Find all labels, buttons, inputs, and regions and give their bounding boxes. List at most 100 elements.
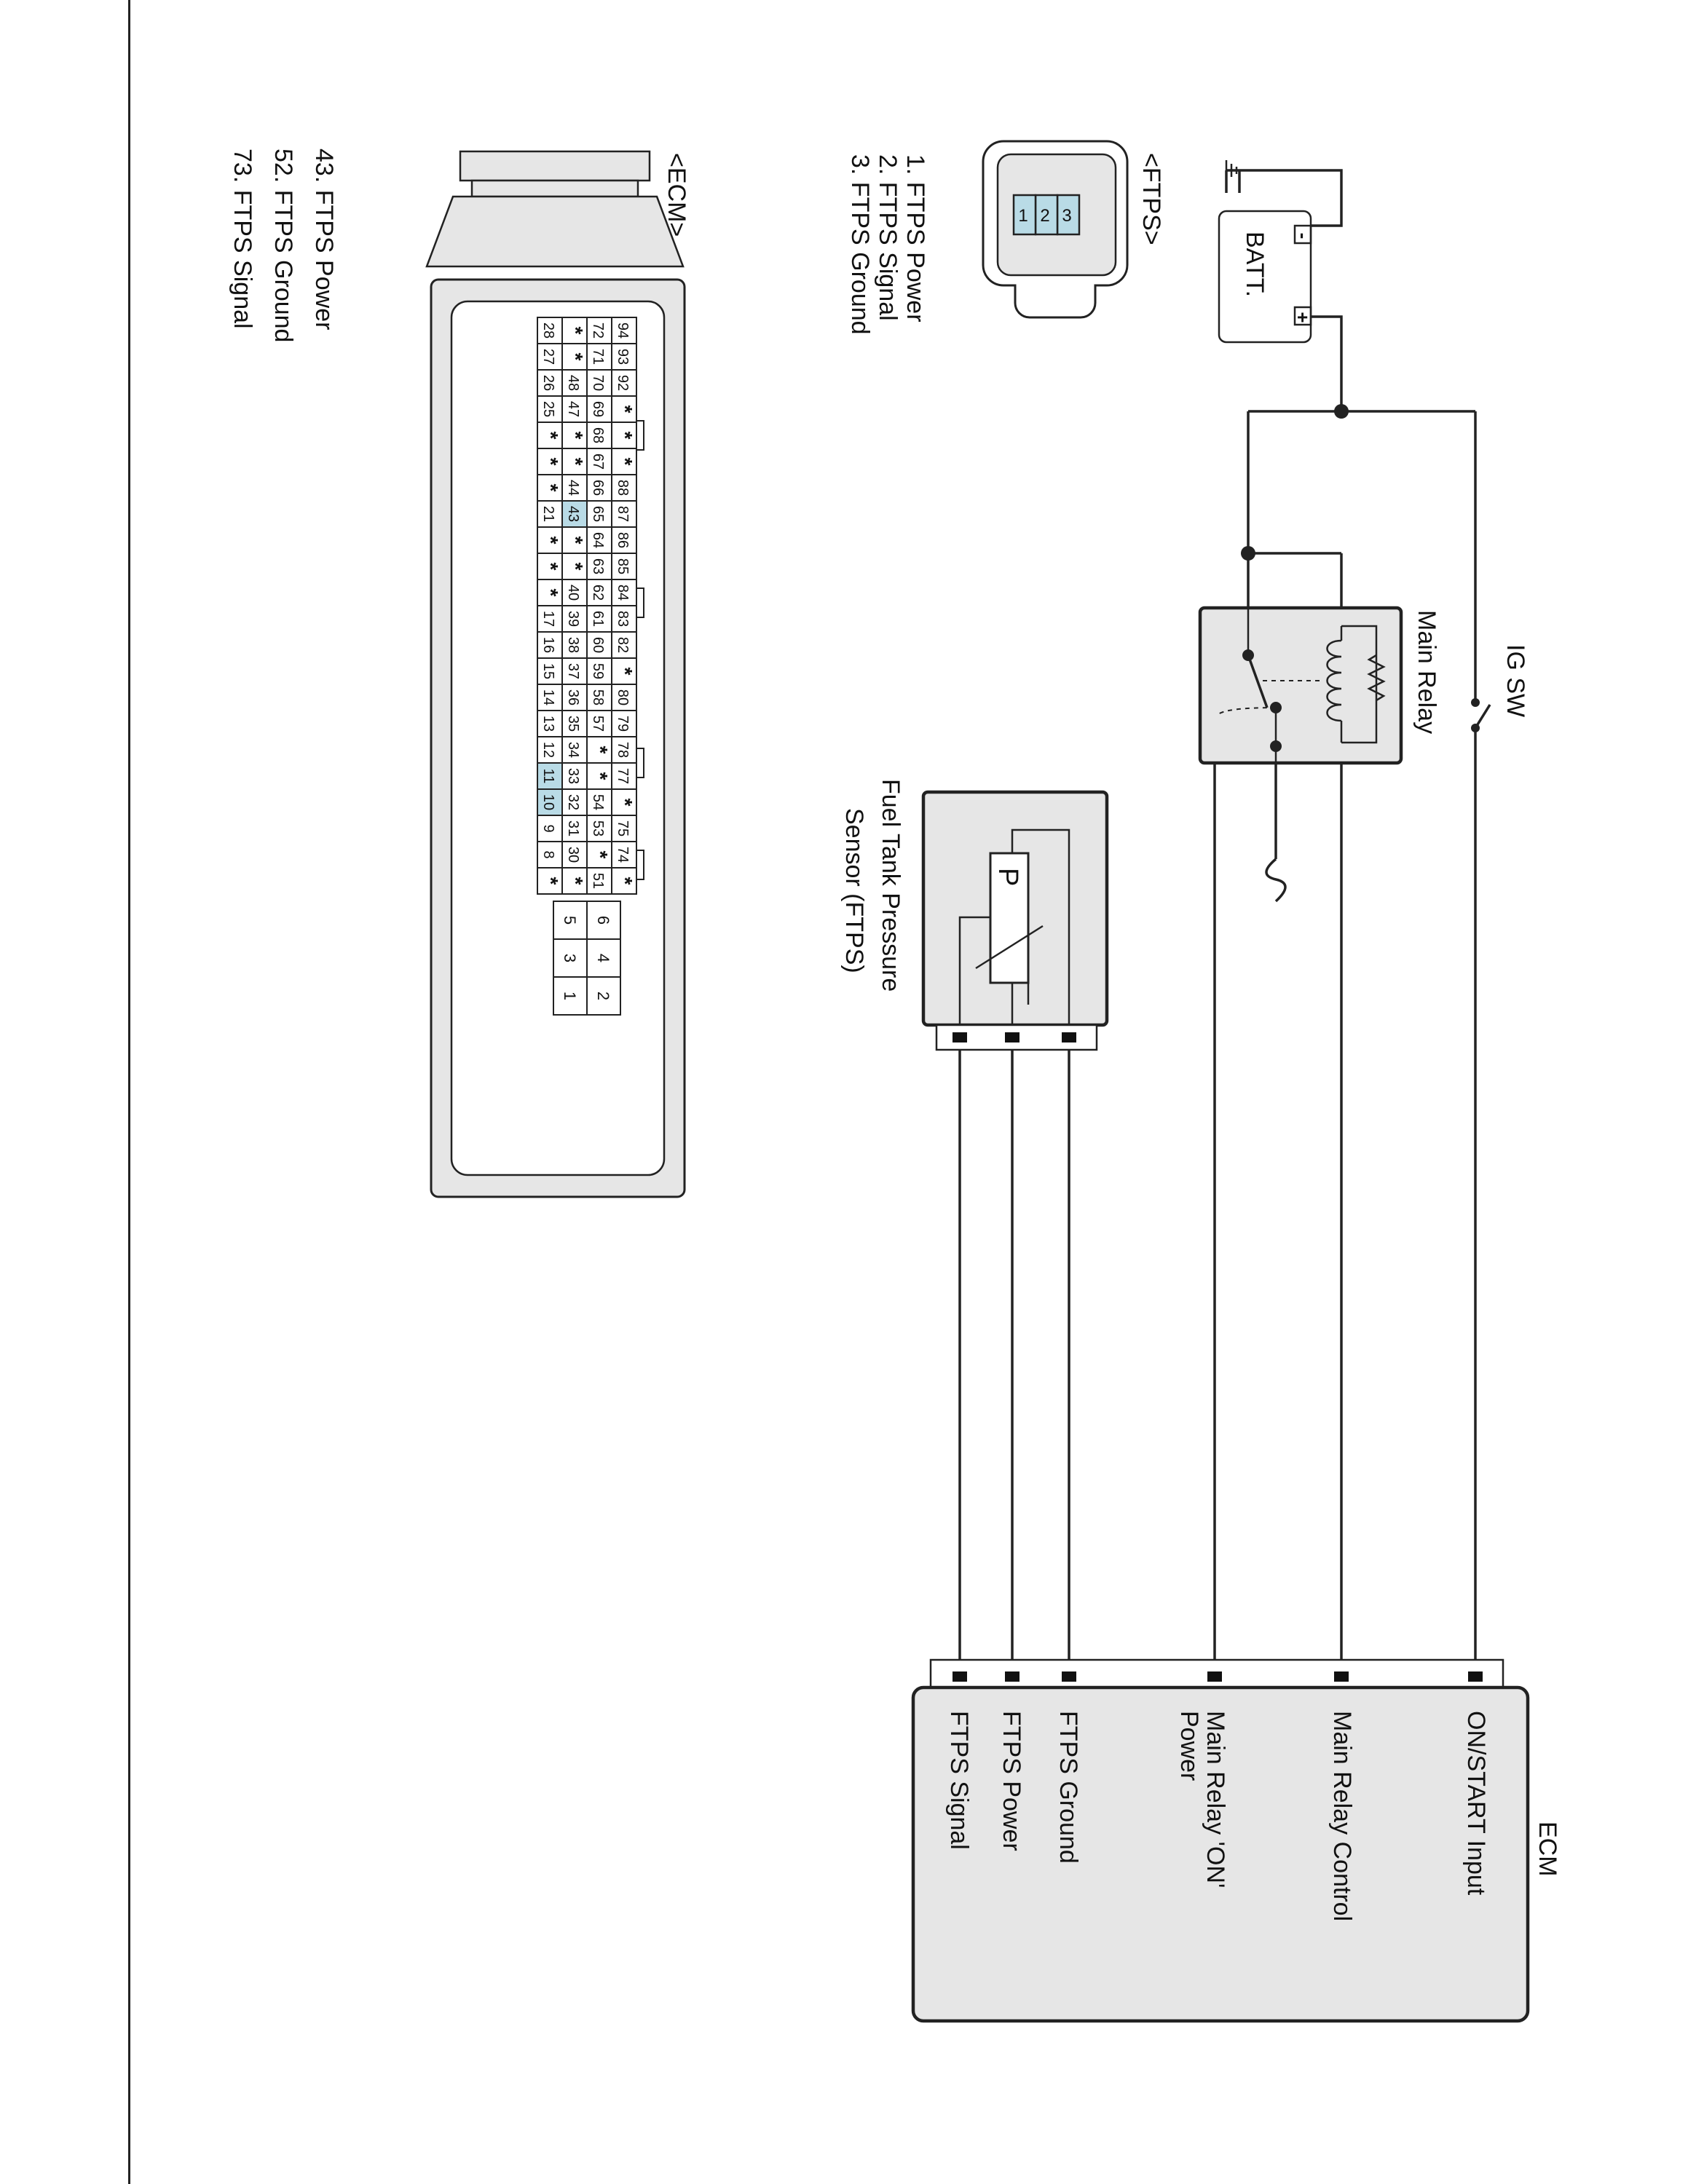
ecm-pin-number: * <box>540 537 562 545</box>
ecm-pin-number: 51 <box>590 873 606 889</box>
ftps-connector-title: <FTPS> <box>1137 153 1165 245</box>
ecm-pin-cell <box>537 867 563 895</box>
wiring <box>958 169 1477 1674</box>
ecm-pin-number: 71 <box>590 349 606 365</box>
ecm-pin-number: 17 <box>540 611 556 627</box>
ecm-pin-number: * <box>564 327 587 335</box>
ecm-pin-number: * <box>540 877 562 885</box>
main-relay-label: Main Relay <box>1413 610 1440 734</box>
ecm-pin-number: * <box>589 746 612 754</box>
ecm-pin-number: 40 <box>565 585 581 601</box>
ecm-pin-number: 63 <box>590 558 606 574</box>
ecm-pin-number: * <box>540 589 562 597</box>
ecm-pin-number: 65 <box>590 506 606 522</box>
ecm-pin-number: * <box>614 799 636 807</box>
ecm-pin-number: 36 <box>565 689 581 705</box>
ecm-small-pin-number: 3 <box>561 954 579 962</box>
ecm-pin-number: 13 <box>540 716 556 732</box>
ecm-pin-number: 72 <box>590 323 606 339</box>
pin-main-relay-on-line1: Main Relay 'ON' <box>1202 1711 1229 1888</box>
ecm-small-pin-cell <box>553 976 588 1016</box>
ecm-unit: ECM ON/START Input Main Relay Control Ma… <box>911 1658 1561 2023</box>
ftps-connector: <FTPS> 3 2 1 1. FTPS Power 2. FTPS Signa… <box>846 140 1165 335</box>
ecm-pin-number: 27 <box>540 349 556 365</box>
ecm-small-pin-number: 2 <box>594 992 612 1000</box>
ecm-pin-number: 77 <box>615 768 631 784</box>
ecm-pin-number: 21 <box>540 506 556 522</box>
ecm-pin-number: * <box>614 668 636 676</box>
ecm-pin-number: 85 <box>615 558 631 574</box>
ecm-pin-number: 62 <box>590 585 606 601</box>
ftps-symbol: P <box>993 868 1023 886</box>
ecm-pin-number: 84 <box>615 585 631 601</box>
ecm-pin-number: 14 <box>540 689 556 705</box>
pin-ftps-power: FTPS Power <box>998 1711 1025 1851</box>
battery-label: BATT. <box>1241 232 1269 297</box>
ecm-pin-number: 12 <box>540 742 556 758</box>
ecm-pin-number: 54 <box>590 794 606 810</box>
ftps-pin-1: 1 <box>1018 206 1028 226</box>
ecm-pin-number: * <box>540 484 562 492</box>
battery-neg-label: - <box>1293 233 1314 240</box>
pin-main-relay-control: Main Relay Control <box>1328 1711 1356 1921</box>
ecm-pin-number: 11 <box>540 769 556 784</box>
ftps-legend-2: 2. FTPS Signal <box>874 154 902 321</box>
ftps-sensor: P Fuel Tank Pressure Sensor (FTPS) <box>840 779 1109 1051</box>
ecm-pin-number: 35 <box>565 716 581 732</box>
ecm-legend-52: 52. FTPS Ground <box>269 149 297 342</box>
ecm-pin-number: 37 <box>565 663 581 679</box>
ecm-small-pin-number: 4 <box>594 954 612 962</box>
ecm-pin-number: 44 <box>565 480 581 496</box>
ecm-pin-number: * <box>614 432 636 440</box>
ecm-connector: <ECM> 949392***88878685848382*80797877*7… <box>229 149 690 1198</box>
ecm-pin-number: 82 <box>615 637 631 653</box>
ecm-pin-number: * <box>589 851 612 859</box>
ig-switch: IG SW <box>1471 644 1529 732</box>
ecm-pin-number: * <box>564 458 587 466</box>
ecm-pin-number: * <box>540 432 562 440</box>
ecm-pin-number: 53 <box>590 820 606 836</box>
ecm-pin-number: * <box>564 353 587 361</box>
ecm-pin-number: 92 <box>615 375 631 391</box>
ecm-pin-number: 28 <box>540 323 556 339</box>
ecm-small-pin-number: 5 <box>561 916 579 925</box>
ecm-legend-73: 73. FTPS Signal <box>229 149 256 329</box>
ecm-key-tab <box>636 587 644 618</box>
ecm-pin-number: 83 <box>615 611 631 627</box>
ecm-key-tab <box>636 850 644 880</box>
ecm-pin-number: 32 <box>565 794 581 810</box>
ecm-pin-number: 47 <box>565 401 581 417</box>
ground-icon <box>1225 160 1238 181</box>
ecm-legend-43: 43. FTPS Power <box>310 149 338 330</box>
pin-main-relay-on-line2: Power <box>1175 1711 1203 1781</box>
ecm-pin-number: 39 <box>565 611 581 627</box>
ecm-pin-number: * <box>564 877 587 885</box>
battery: - + BATT. <box>1218 160 1314 344</box>
ecm-pin-number: 94 <box>615 323 631 339</box>
ecm-pin-number: 38 <box>565 637 581 653</box>
ecm-pin-number: * <box>564 432 587 440</box>
ecm-pin-number: 9 <box>540 824 556 832</box>
ecm-pin-number: 67 <box>590 454 606 470</box>
ecm-pin-number: 86 <box>615 532 631 548</box>
ecm-pin-number: * <box>614 877 636 885</box>
ecm-small-pin-number: 1 <box>561 992 579 1000</box>
ftps-legend-1: 1. FTPS Power <box>902 154 929 323</box>
ecm-pin-number: 60 <box>590 637 606 653</box>
ftps-pin-2: 2 <box>1040 206 1049 226</box>
main-relay: Main Relay <box>1198 606 1440 765</box>
ecm-pin-number: * <box>540 458 562 466</box>
ecm-pin-number: 87 <box>615 506 631 522</box>
ecm-title: ECM <box>1534 1821 1561 1877</box>
ecm-pin-number: 26 <box>540 375 556 391</box>
ftps-legend-3: 3. FTPS Ground <box>846 154 874 335</box>
ecm-pin-number: 10 <box>540 794 556 810</box>
battery-pos-label: + <box>1292 312 1314 323</box>
ecm-pin-number: 33 <box>565 768 581 784</box>
ftps-sensor-label-2: Sensor (FTPS) <box>840 808 868 973</box>
ecm-pin-number: * <box>614 458 636 466</box>
ecm-pin-number: 69 <box>590 401 606 417</box>
ecm-pin-number: 58 <box>590 689 606 705</box>
ftps-connector-pins <box>1012 194 1081 236</box>
